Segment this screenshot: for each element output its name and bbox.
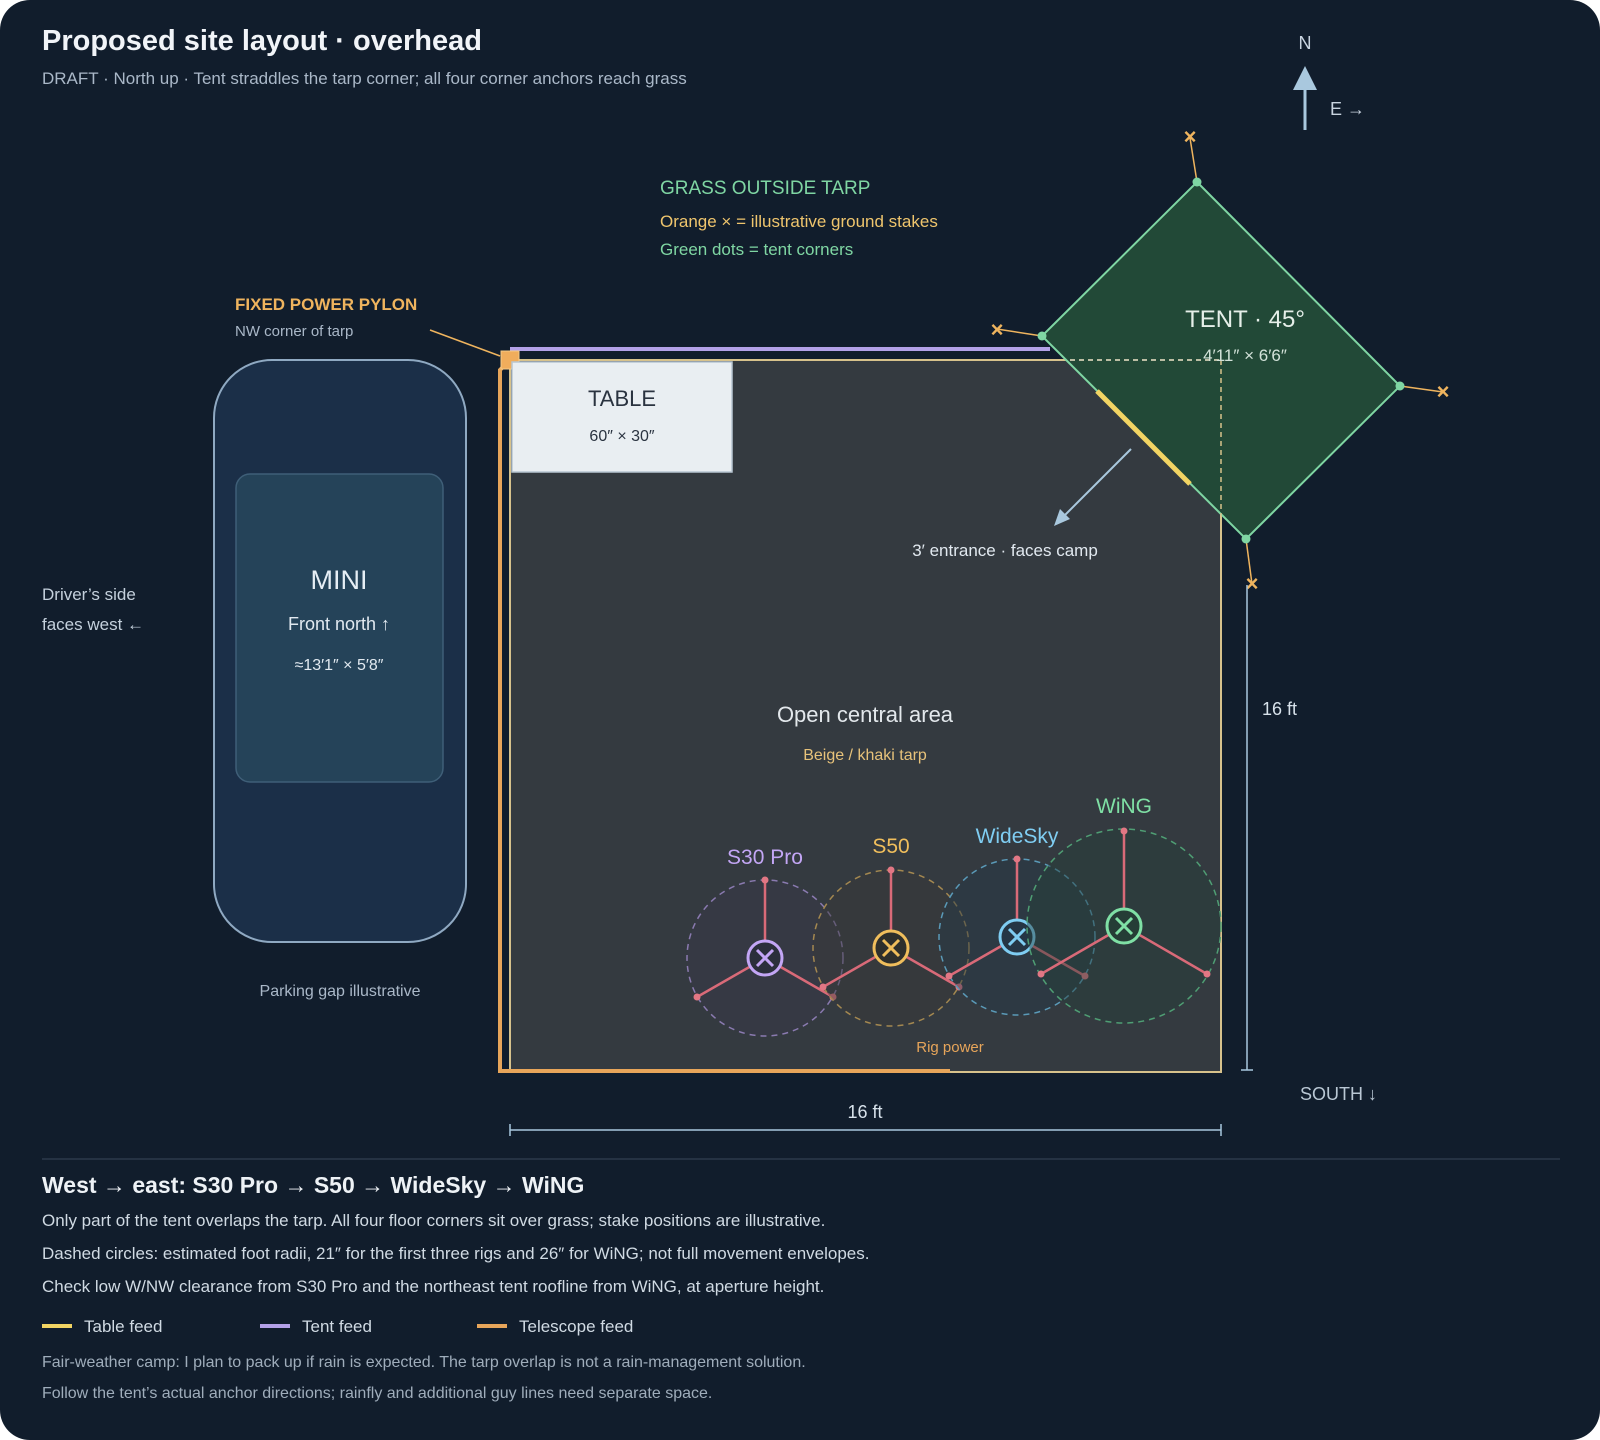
compass: N E → [1293, 33, 1365, 130]
guy-line [996, 328, 1043, 337]
driver-side-label: Driver’s side [42, 585, 136, 604]
tent-corner [1241, 534, 1251, 544]
page-subtitle: DRAFT · North up · Tent straddles the ta… [42, 69, 687, 88]
ground-stake-icon: × [1437, 379, 1450, 404]
guy-line [1245, 538, 1253, 585]
tent-corner [1192, 177, 1202, 187]
compass-north-label: N [1299, 33, 1312, 53]
page-title: Proposed site layout · overhead [42, 25, 482, 57]
legend-label: Tent feed [302, 1317, 372, 1336]
notes-heading: West → east: S30 Pro → S50 → WideSky → W… [42, 1172, 584, 1198]
pylon-leader-line [429, 329, 501, 357]
car: MINI Front north ↑ ≈13′1″ × 5′8″ [213, 359, 467, 943]
grass-note-stakes: Orange × = illustrative ground stakes [660, 212, 938, 231]
car-label: MINI [311, 565, 368, 595]
rig-power-label: Rig power [916, 1039, 984, 1056]
table-label: TABLE [588, 386, 656, 411]
tarp-height-label: 16 ft [1262, 699, 1297, 719]
tarp-material-label: Beige / khaki tarp [803, 747, 927, 764]
ground-stake-icon: × [1246, 571, 1259, 596]
pylon-title: FIXED POWER PYLON [235, 295, 417, 314]
legend: Table feed Tent feed Telescope feed [42, 1317, 633, 1336]
entrance-arrow-icon [1054, 509, 1070, 526]
rig-label: WiNG [1096, 795, 1152, 818]
tripod-foot [693, 993, 701, 1001]
tripod-foot [887, 866, 895, 874]
north-arrow-icon [1293, 66, 1317, 90]
tent: × × × × TENT · 45° 4′11″ × 6′6″ [991, 124, 1450, 596]
tripod-foot [955, 983, 963, 991]
width-dimension: 16 ft [509, 1102, 1222, 1136]
central-area-label: Open central area [777, 702, 954, 727]
rig-widesky: WideSky [938, 825, 1096, 1016]
car-roof [235, 473, 444, 783]
tripod-foot [1037, 970, 1045, 978]
driver-side-direction: faces west ← [42, 615, 144, 634]
legend-label: Telescope feed [519, 1317, 633, 1336]
height-dimension: 16 ft [1241, 585, 1297, 1071]
note-line: Check low W/NW clearance from S30 Pro an… [42, 1277, 824, 1296]
tripod-foot [945, 972, 953, 980]
pylon-subtitle: NW corner of tarp [235, 323, 353, 340]
tripod-foot [819, 983, 827, 991]
legend-label: Table feed [84, 1317, 162, 1336]
ground-stake-icon: × [991, 317, 1004, 342]
tent-corner [1037, 331, 1047, 341]
ground-stake-icon: × [1184, 124, 1197, 149]
tent-label: TENT · 45° [1185, 306, 1305, 333]
rig-label: S50 [872, 835, 909, 858]
tent-entrance [1095, 389, 1192, 486]
tent-corner [1395, 381, 1405, 391]
tripod-foot [1081, 972, 1089, 980]
footer-note: Fair-weather camp: I plan to pack up if … [42, 1354, 806, 1371]
rig-s50: S50 [812, 835, 970, 1027]
parking-gap-note: Parking gap illustrative [260, 983, 421, 1000]
guy-line [1399, 385, 1444, 393]
note-line: Only part of the tent overlaps the tarp.… [42, 1211, 825, 1230]
guy-line [1189, 137, 1198, 183]
grass-note-title: GRASS OUTSIDE TARP [660, 178, 870, 199]
rig-s30-pro: S30 Pro [686, 846, 844, 1037]
tripod-foot [1203, 970, 1211, 978]
entrance-label: 3′ entrance · faces camp [912, 541, 1098, 560]
rig-label: WideSky [976, 825, 1059, 848]
tripod-foot [761, 876, 769, 884]
footer-note: Follow the tent’s actual anchor directio… [42, 1385, 712, 1402]
compass-east-label: E → [1330, 99, 1365, 119]
rig-wing: WiNG [1026, 795, 1222, 1024]
tent-size: 4′11″ × 6′6″ [1203, 346, 1287, 365]
grass-note-corners: Green dots = tent corners [660, 240, 853, 259]
tripod-foot [1013, 855, 1021, 863]
tripod-foot [1120, 827, 1128, 835]
entrance-arrow-line [1061, 448, 1132, 519]
table-size: 60″ × 30″ [589, 428, 654, 445]
table [511, 361, 733, 473]
tarp-width-label: 16 ft [847, 1102, 882, 1122]
car-orientation: Front north ↑ [288, 614, 390, 634]
car-size: ≈13′1″ × 5′8″ [295, 657, 384, 674]
note-line: Dashed circles: estimated foot radii, 21… [42, 1244, 869, 1263]
south-label: SOUTH ↓ [1300, 1084, 1377, 1104]
rig-label: S30 Pro [727, 846, 803, 869]
